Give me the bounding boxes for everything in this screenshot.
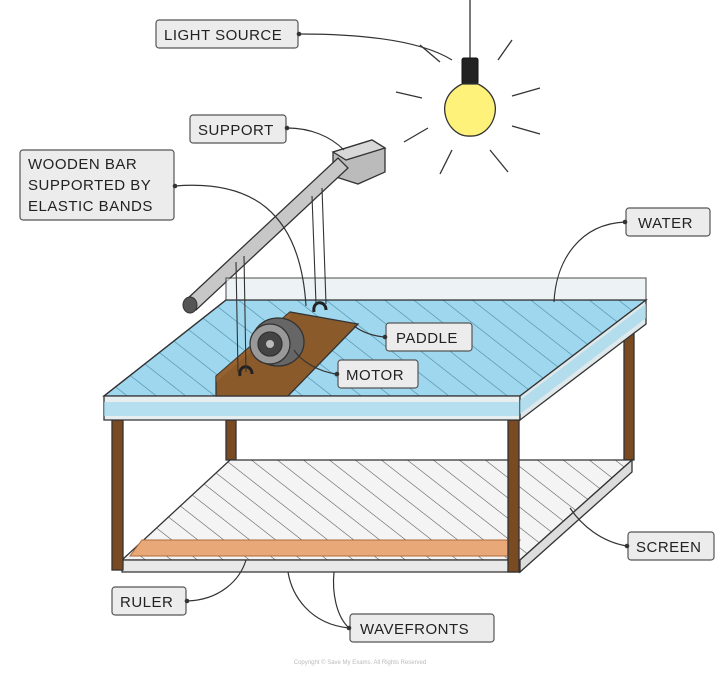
screen-sheet	[120, 458, 634, 574]
motor-icon	[249, 317, 305, 367]
label-motor: MOTOR	[293, 349, 419, 389]
label-light-source: LIGHT SOURCE	[155, 19, 453, 61]
svg-text:SCREEN: SCREEN	[636, 539, 702, 556]
support-stand	[182, 139, 387, 314]
copyright-notice: Copyright © Save My Exams. All Rights Re…	[294, 659, 426, 666]
svg-text:WOODEN BAR: WOODEN BAR	[28, 156, 137, 173]
svg-text:ELASTIC BANDS: ELASTIC BANDS	[28, 198, 153, 215]
label-paddle: PADDLE	[353, 322, 473, 352]
label-water: WATER	[553, 207, 711, 303]
label-screen: SCREEN	[569, 507, 715, 561]
ruler	[129, 539, 521, 557]
svg-text:LIGHT SOURCE: LIGHT SOURCE	[164, 27, 282, 44]
label-ruler: RULER	[111, 559, 247, 616]
table-leg-back-left	[225, 419, 237, 461]
light-bulb-icon	[395, 0, 541, 175]
table-leg-front-left	[111, 419, 124, 571]
label-wooden-bar: WOODEN BAR SUPPORTED BY ELASTIC BANDS	[19, 149, 307, 307]
svg-text:SUPPORTED BY: SUPPORTED BY	[28, 177, 151, 194]
light-rays	[395, 39, 541, 175]
elastic-bands	[235, 187, 327, 373]
svg-text:RULER: RULER	[120, 594, 173, 611]
svg-text:PADDLE: PADDLE	[396, 330, 458, 347]
svg-text:WATER: WATER	[638, 215, 693, 232]
svg-text:MOTOR: MOTOR	[346, 367, 404, 384]
label-wavefronts: WAVEFRONTS	[287, 571, 495, 643]
svg-text:SUPPORT: SUPPORT	[198, 122, 274, 139]
table-leg-front-right	[507, 419, 520, 573]
label-support: SUPPORT	[189, 114, 345, 151]
svg-text:WAVEFRONTS: WAVEFRONTS	[360, 621, 469, 638]
